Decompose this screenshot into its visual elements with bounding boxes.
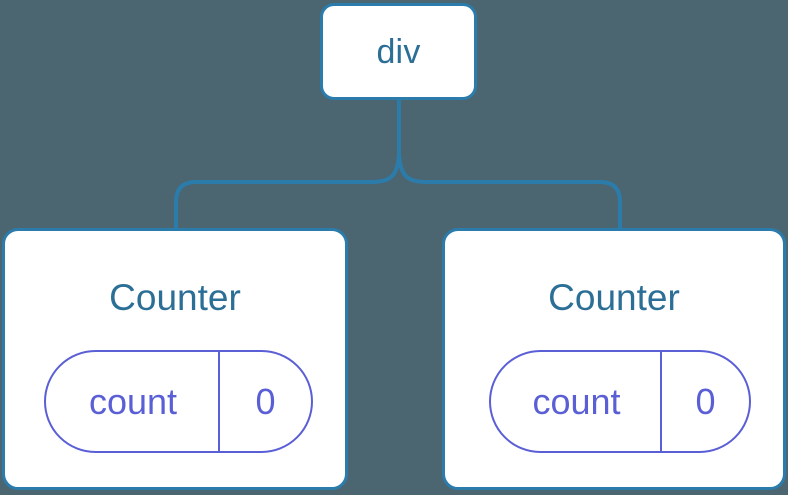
node-div-label: div xyxy=(376,32,421,71)
state-value-counter-1: 0 xyxy=(255,380,276,422)
node-counter-2[interactable]: Counter count 0 xyxy=(442,228,786,490)
connector-branch-left xyxy=(174,149,401,230)
node-counter-2-title: Counter xyxy=(548,277,680,318)
node-div[interactable]: div xyxy=(320,3,477,100)
state-pill-counter-1[interactable]: count 0 xyxy=(44,350,313,453)
state-key-counter-2: count xyxy=(491,352,662,451)
connector-branch-right xyxy=(397,149,622,230)
state-pill-counter-2[interactable]: count 0 xyxy=(489,350,751,453)
state-value-counter-2: 0 xyxy=(695,380,716,422)
state-key-counter-1: count xyxy=(46,352,220,451)
node-counter-1[interactable]: Counter count 0 xyxy=(2,228,348,490)
node-counter-1-title: Counter xyxy=(109,277,241,318)
